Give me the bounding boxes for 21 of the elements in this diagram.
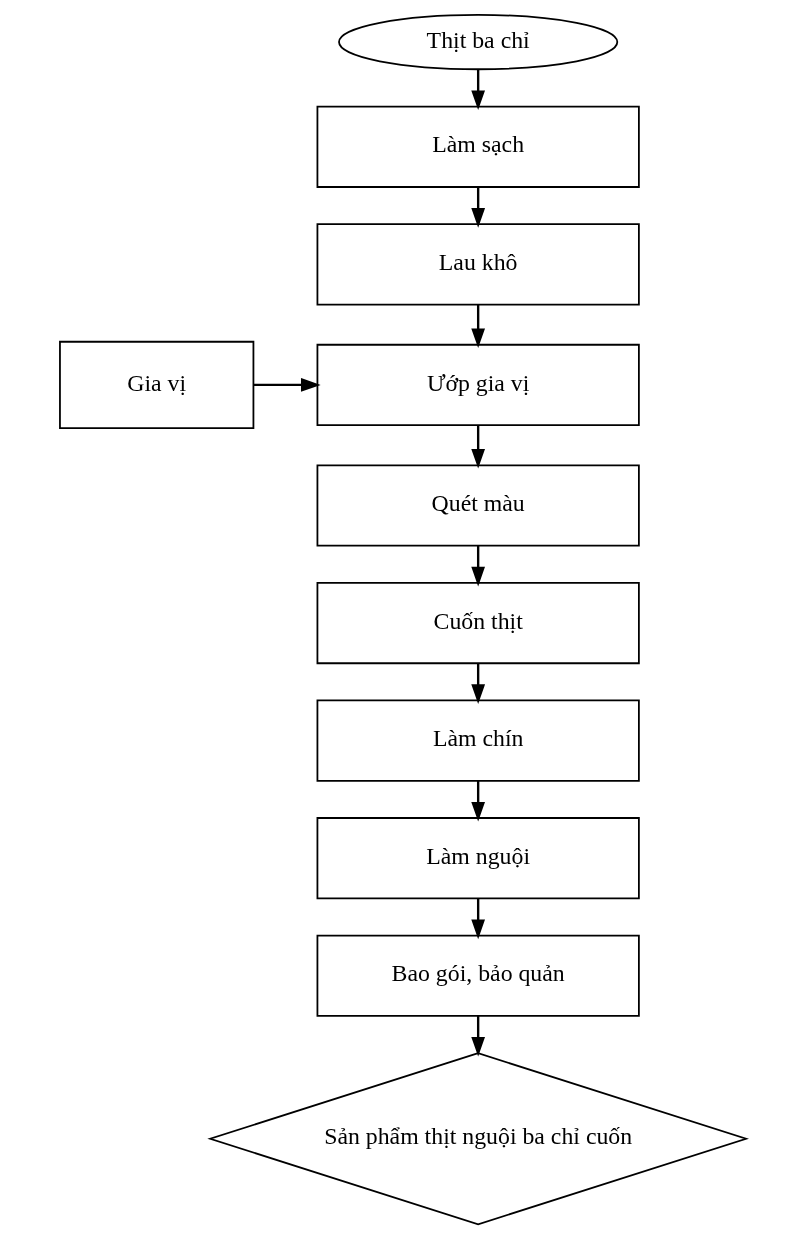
node-box: Làm sạch [316, 105, 640, 188]
arrow [471, 898, 486, 940]
arrow [254, 378, 321, 392]
node-box: Cuốn thịt [316, 581, 640, 665]
node-box: Lau khô [316, 223, 640, 306]
node-box: Làm nguội [316, 817, 640, 900]
node-box: Bao gói, bảo quản [316, 934, 640, 1017]
node-diamond: Sản phẩm thịt nguội ba chỉ cuốn [207, 1052, 749, 1226]
node-box: Làm chín [316, 699, 640, 782]
arrow [471, 545, 486, 587]
arrow [471, 69, 486, 111]
node-box: Gia vị [59, 340, 255, 429]
node-box: Ướp gia vị [316, 343, 640, 426]
arrow [471, 425, 486, 469]
arrow [471, 1016, 486, 1057]
node-box: Quét màu [316, 464, 640, 547]
node-ellipse: Thịt ba chỉ [338, 13, 619, 71]
arrow [471, 187, 486, 228]
arrow [471, 305, 486, 349]
arrow [471, 663, 486, 704]
arrow [471, 780, 486, 822]
